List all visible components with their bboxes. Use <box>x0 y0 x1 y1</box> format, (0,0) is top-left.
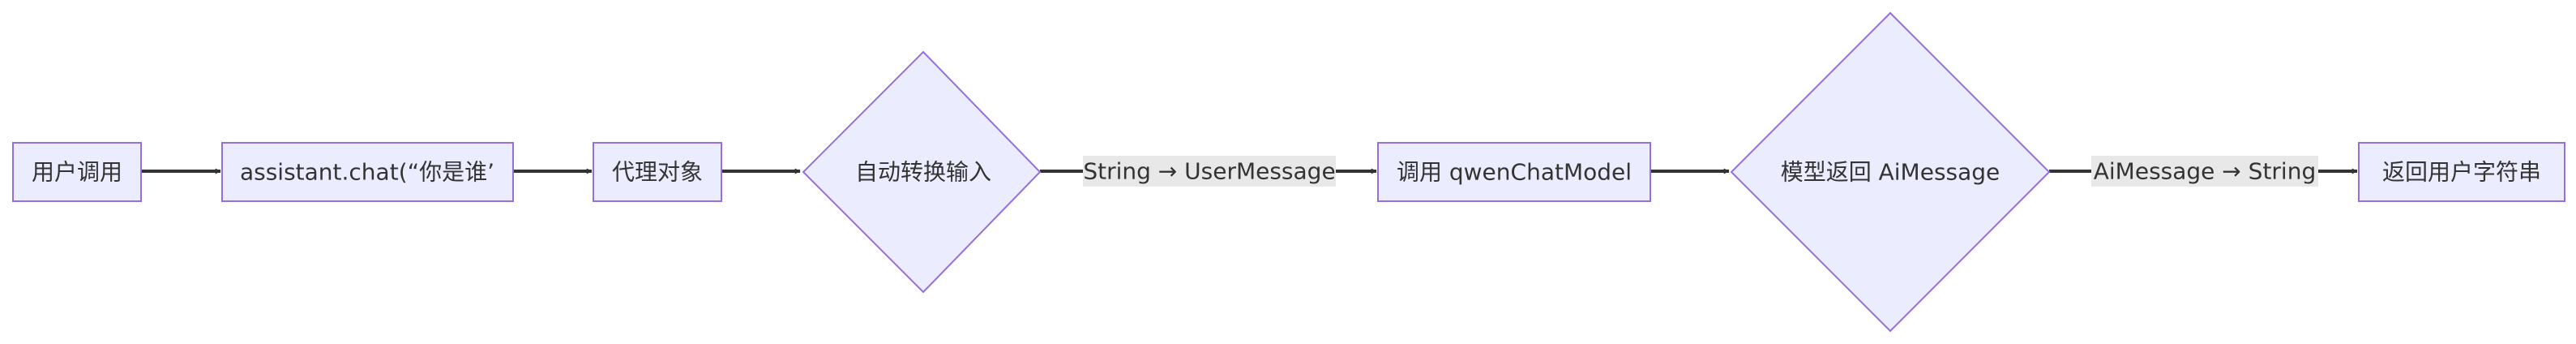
edge-label-background <box>1083 156 1336 187</box>
edge-labels: String → UserMessage AiMessage → String <box>1083 156 2318 187</box>
nodes: 用户调用 assistant.chat(“你是谁’ 代理对象 自动转换输入 调用… <box>12 11 2565 333</box>
edge-label-aimessage-to-string: AiMessage → String <box>2094 158 2316 185</box>
node-assistant-chat-box <box>221 142 514 202</box>
node-call-model-label: 调用 qwenChatModel <box>1397 159 1632 186</box>
node-return-string: 返回用户字符串 <box>2358 142 2565 202</box>
node-user-call: 用户调用 <box>12 142 142 202</box>
node-auto-convert-diamond <box>802 50 1042 294</box>
node-auto-convert-label: 自动转换输入 <box>855 159 991 186</box>
node-model-return-diamond <box>1730 11 2051 333</box>
edge-label-string-to-usermessage: String → UserMessage <box>1083 158 1335 185</box>
node-return-string-box <box>2358 142 2565 202</box>
node-user-call-label: 用户调用 <box>32 159 122 186</box>
node-proxy: 代理对象 <box>593 142 722 202</box>
node-proxy-box <box>593 142 722 202</box>
node-assistant-chat: assistant.chat(“你是谁’ <box>221 142 514 202</box>
edge-label-background <box>2091 156 2318 187</box>
node-assistant-chat-label: assistant.chat(“你是谁’ <box>240 159 494 186</box>
node-proxy-label: 代理对象 <box>612 159 703 186</box>
node-model-return-label: 模型返回 AiMessage <box>1781 159 2000 186</box>
node-return-string-label: 返回用户字符串 <box>2382 159 2541 186</box>
node-model-return: 模型返回 AiMessage <box>1730 11 2051 333</box>
node-auto-convert: 自动转换输入 <box>802 50 1042 294</box>
node-call-model: 调用 qwenChatModel <box>1377 142 1651 202</box>
node-call-model-box <box>1377 142 1651 202</box>
node-user-call-box <box>12 142 142 202</box>
